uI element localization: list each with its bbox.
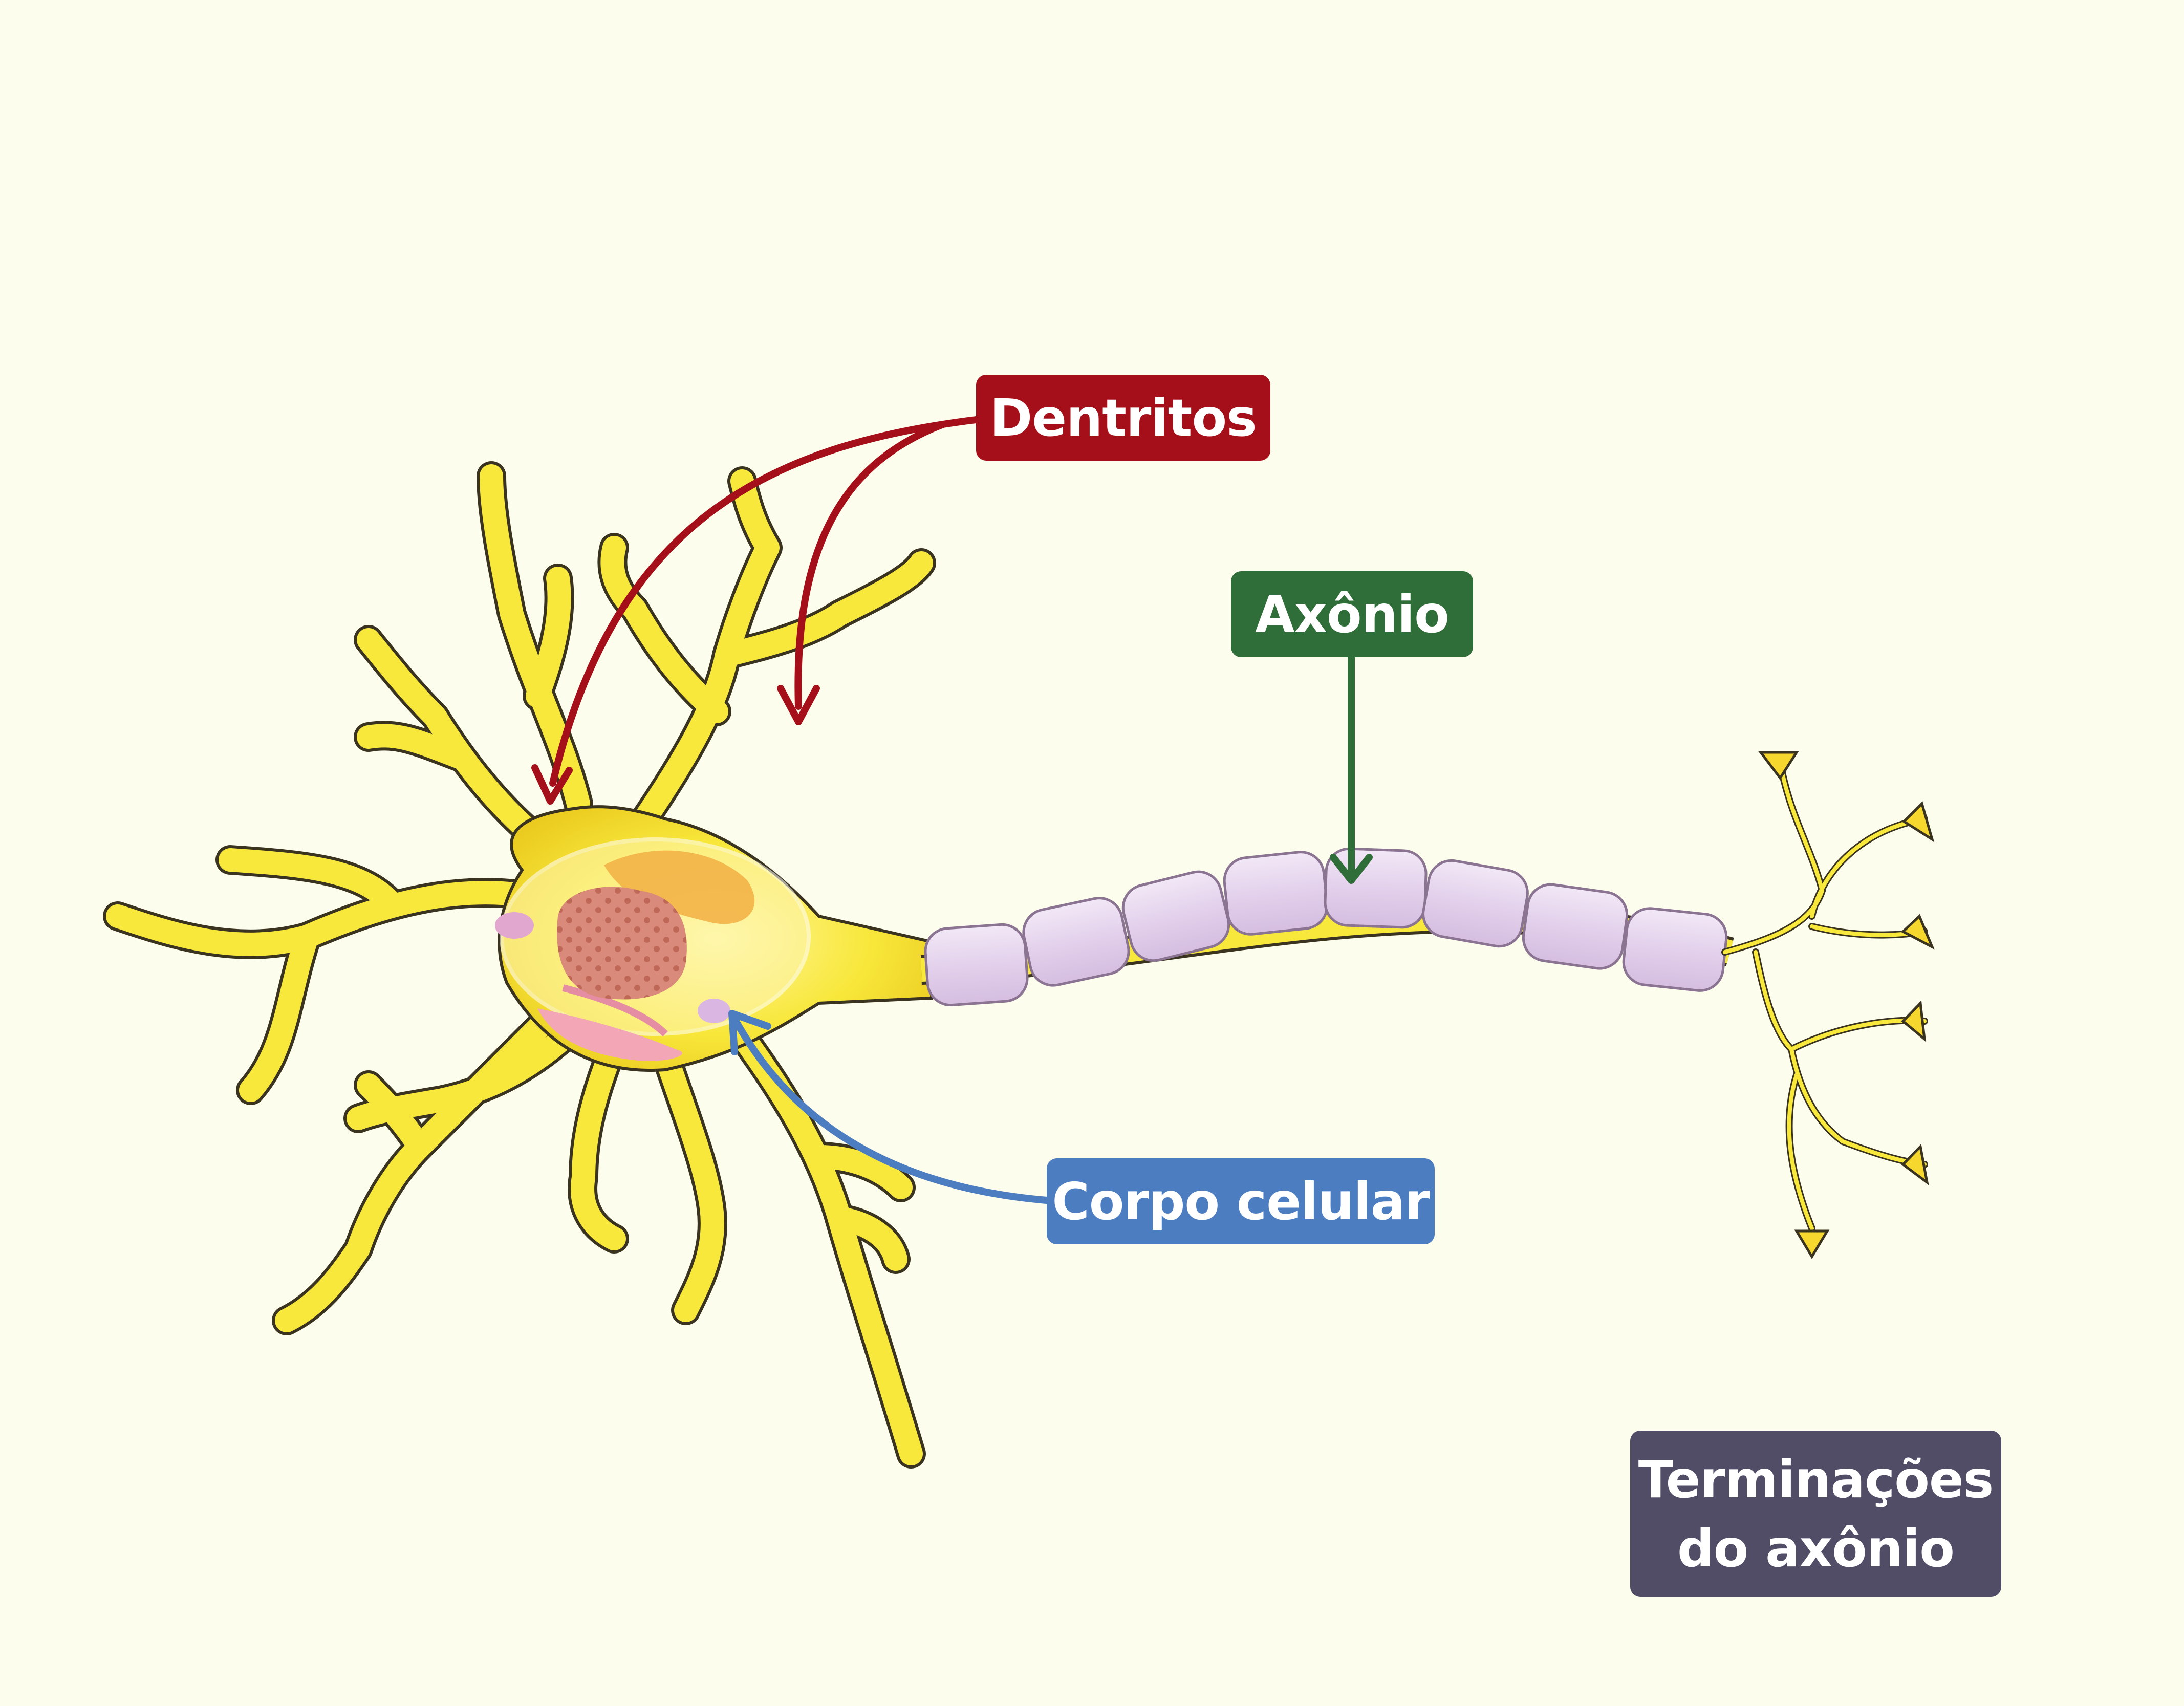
terminal-bouton	[1901, 1000, 1927, 1042]
dendrites-arrows	[531, 416, 980, 805]
myelin-segment	[1121, 870, 1230, 962]
myelin-segment	[1522, 883, 1629, 970]
myelin-segment	[1223, 851, 1329, 936]
nucleus	[557, 887, 687, 1000]
myelin-segment	[1022, 897, 1130, 987]
myelin-segment	[924, 923, 1029, 1007]
cell-body-arrow	[728, 1010, 1050, 1204]
terminal-bouton	[1758, 751, 1799, 781]
myelin-segment	[1422, 859, 1529, 948]
axon-arrow	[1330, 654, 1373, 884]
myelin-segment	[1622, 907, 1728, 992]
cell-body-label: Corpo celular	[1047, 1158, 1435, 1244]
axon-terminals-label-line2: do axônio	[1677, 1518, 1955, 1579]
terminal-bouton	[1901, 1143, 1929, 1185]
myelin-sheath	[924, 847, 1728, 1007]
terminal-bouton	[1794, 1229, 1830, 1259]
axon-terminals	[1721, 751, 1935, 1259]
axon-terminals-label: Terminações do axônio	[1630, 1431, 2001, 1597]
axon-terminals-label-line1: Terminações	[1638, 1449, 1994, 1509]
terminal-bouton	[1902, 801, 1935, 843]
axon-label: Axônio	[1231, 571, 1473, 657]
dendrites-label: Dentritos	[976, 375, 1270, 461]
terminal-bouton	[1900, 914, 1935, 950]
